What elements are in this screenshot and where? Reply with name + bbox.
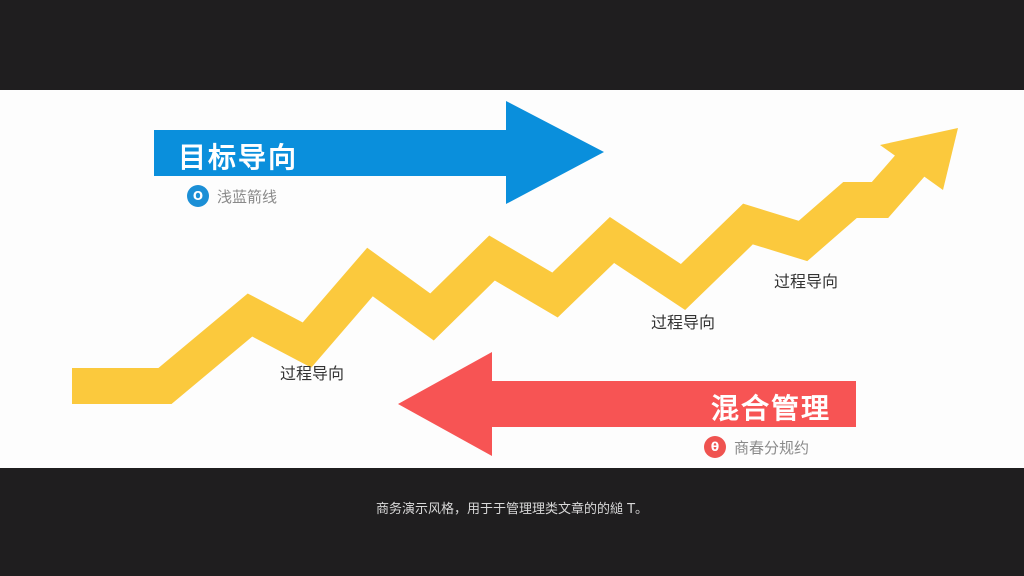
- process-label-3: 过程导向: [774, 272, 839, 291]
- zigzag-arrow-head: [880, 128, 958, 190]
- slide-caption: 商务演示风格，用于于管理理类文章的的縋 T。: [375, 502, 649, 517]
- red-left-arrow: [398, 352, 856, 456]
- process-label-2: 过程导向: [651, 313, 716, 332]
- zigzag-growth-arrow: [72, 148, 929, 404]
- blue-right-arrow: [154, 101, 604, 204]
- mixed-management-subtitle: 商春分规约: [734, 438, 810, 457]
- blue-circle-icon: O: [187, 185, 209, 207]
- process-label-1: 过程导向: [280, 364, 345, 383]
- mixed-management-title: 混合管理: [711, 392, 832, 425]
- goal-oriented-subtitle-row: O 浅蓝箭线: [187, 185, 277, 207]
- goal-oriented-title: 目标导向: [178, 141, 299, 174]
- red-circle-icon: θ: [704, 436, 726, 458]
- mixed-management-subtitle-row: θ 商春分规约: [704, 436, 809, 458]
- goal-oriented-subtitle: 浅蓝箭线: [217, 187, 278, 206]
